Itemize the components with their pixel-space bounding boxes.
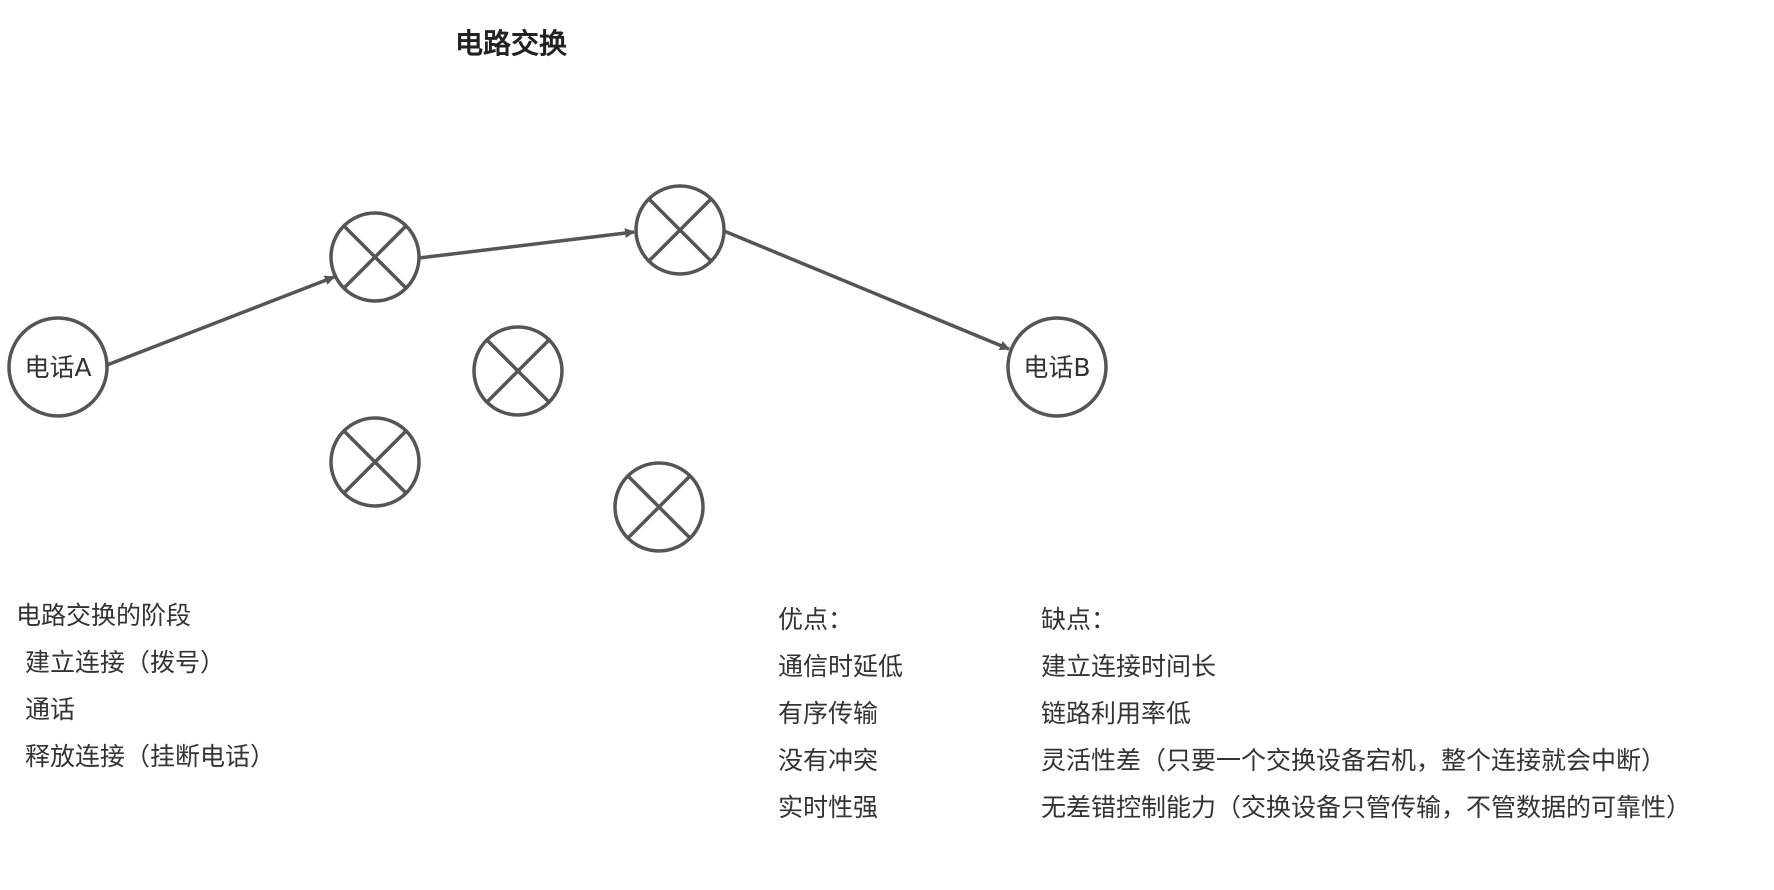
pros-item: 通信时延低 — [778, 652, 904, 681]
stage-item: 建立连接（拨号） — [25, 648, 226, 677]
phone-a-node: 电话A — [7, 316, 109, 418]
pros-heading: 优点： — [778, 605, 854, 634]
link-arrow-a-to-switch1 — [106, 275, 335, 367]
cons-item: 链路利用率低 — [1041, 699, 1192, 728]
stage-item: 通话 — [25, 695, 76, 724]
link-arrow-switch1-to-switch2 — [418, 228, 635, 260]
cons-heading: 缺点： — [1041, 605, 1117, 634]
circuit-switching-diagram: 电话A 电话B — [7, 184, 1108, 553]
phone-b-node: 电话B — [1006, 316, 1108, 418]
stages-heading: 电路交换的阶段 — [16, 601, 192, 630]
pros-item: 没有冲突 — [778, 746, 879, 775]
switch-node-4 — [329, 416, 421, 508]
pros-item: 实时性强 — [778, 793, 879, 822]
cons-item: 建立连接时间长 — [1041, 652, 1217, 681]
stage-item: 释放连接（挂断电话） — [25, 742, 276, 771]
link-arrow-switch2-to-b — [723, 229, 1010, 351]
pros-item: 有序传输 — [778, 699, 879, 728]
cons-section: 缺点： 建立连接时间长 链路利用率低 灵活性差（只要一个交换设备宕机，整个连接就… — [1041, 596, 1691, 831]
switch-node-2 — [634, 184, 726, 276]
cons-item: 灵活性差（只要一个交换设备宕机，整个连接就会中断） — [1041, 746, 1667, 775]
phone-b-label: 电话B — [1023, 353, 1090, 382]
pros-section: 优点： 通信时延低 有序传输 没有冲突 实时性强 — [778, 596, 903, 831]
switch-node-5 — [613, 461, 705, 553]
phone-a-label: 电话A — [24, 353, 91, 382]
diagram-title: 电路交换 — [455, 27, 568, 60]
cons-item: 无差错控制能力（交换设备只管传输，不管数据的可靠性） — [1041, 793, 1692, 822]
switch-node-1 — [329, 211, 421, 303]
stages-section: 电路交换的阶段 建立连接（拨号） 通话 释放连接（挂断电话） — [16, 592, 275, 780]
switch-node-3 — [472, 325, 564, 417]
